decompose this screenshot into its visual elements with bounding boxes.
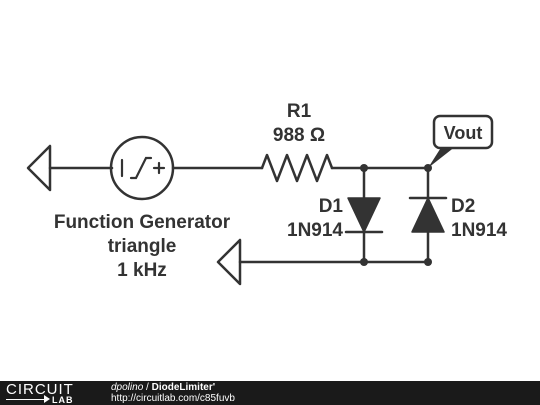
ground-symbol-left [26, 144, 52, 192]
circuit-url-link[interactable]: http://circuitlab.com/c85fuvb [111, 393, 235, 404]
ground-symbol-bottom [216, 238, 242, 286]
junction-dot-bottom-d1 [360, 258, 368, 266]
generator-frequency-label: 1 kHz [117, 260, 167, 281]
d2-part-label: 1N914 [451, 220, 507, 241]
source-wave-glyph [129, 156, 153, 180]
circuitlab-logo-subtext: LAB [52, 395, 74, 405]
circuit-title[interactable]: DiodeLimiter' [151, 382, 216, 393]
circuitlab-logo-text: CIRCUIT [6, 381, 74, 398]
junction-dot-top-d1 [360, 164, 368, 172]
generator-title-label: Function Generator [54, 212, 231, 233]
author-name[interactable]: dpolino [111, 382, 144, 393]
resistor-r1-symbol [260, 153, 334, 183]
footer-meta: dpolino / DiodeLimiter' [111, 382, 215, 393]
r1-value-label: 988 Ω [273, 125, 325, 146]
footer-bar: CIRCUIT LAB dpolino / DiodeLimiter' http… [0, 381, 540, 405]
junction-dot-bottom-d2 [424, 258, 432, 266]
d2-name-label: D2 [451, 196, 475, 217]
r1-name-label: R1 [287, 101, 312, 122]
logo-diode-icon [44, 395, 50, 403]
generator-wave-label: triangle [108, 236, 177, 257]
logo-wire-line [6, 399, 48, 400]
diode-d2-triangle [411, 197, 445, 233]
diode-d1-triangle [347, 197, 381, 233]
d1-part-label: 1N914 [287, 220, 343, 241]
vout-probe-pointer [428, 146, 456, 168]
vout-probe-box[interactable] [432, 114, 494, 150]
vout-label: Vout [444, 123, 483, 143]
meta-separator: / [143, 382, 152, 393]
d1-name-label: D1 [319, 196, 344, 217]
